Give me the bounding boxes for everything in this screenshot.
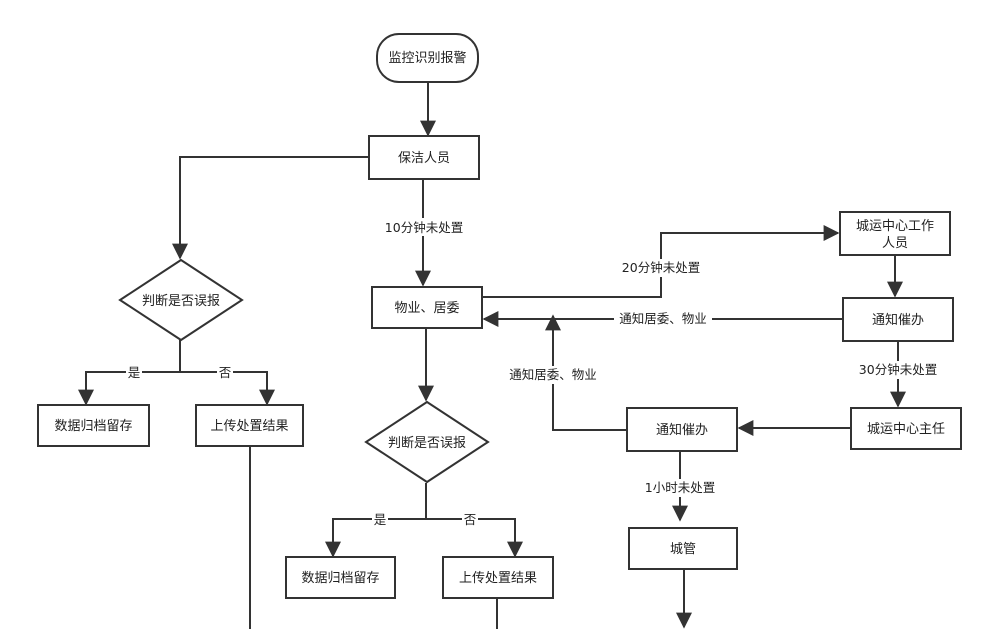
node-start: 监控识别报警 bbox=[376, 33, 479, 83]
node-start-label: 监控识别报警 bbox=[388, 50, 466, 66]
edge-label-yes-left-text: 是 bbox=[128, 365, 141, 380]
node-notify-urge-right: 通知催办 bbox=[842, 297, 954, 342]
node-notify-urge-mid-label: 通知催办 bbox=[656, 422, 708, 438]
node-archive-mid-label: 数据归档留存 bbox=[301, 571, 379, 586]
edge-label-yes-mid-text: 是 bbox=[374, 512, 387, 527]
edge-label-one-hour: 1小时未处置 bbox=[642, 479, 718, 497]
edge-notify-mid-to-property bbox=[545, 314, 626, 431]
node-cleaner: 保洁人员 bbox=[368, 135, 480, 180]
edge-label-yes-mid: 是 bbox=[372, 512, 388, 528]
edge-decision-mid-no bbox=[426, 518, 523, 558]
edge-decision-mid-yes bbox=[325, 518, 426, 558]
edge-label-twenty-min-text: 20分钟未处置 bbox=[622, 260, 700, 275]
node-decision-left-label: 判断是否误报 bbox=[142, 294, 220, 309]
edge-label-thirty-min-text: 30分钟未处置 bbox=[859, 362, 937, 377]
edge-decision-left-yes bbox=[78, 371, 180, 406]
node-decision-mid-label: 判断是否误报 bbox=[388, 436, 466, 451]
node-property-label: 物业、居委 bbox=[394, 301, 459, 316]
node-property: 物业、居委 bbox=[371, 286, 483, 329]
edge-label-twenty-min: 20分钟未处置 bbox=[619, 259, 703, 277]
node-cleaner-label: 保洁人员 bbox=[398, 151, 450, 166]
node-upload-left: 上传处置结果 bbox=[195, 404, 304, 447]
node-archive-left: 数据归档留存 bbox=[37, 404, 150, 447]
edge-label-notify-property-2-text: 通知居委、物业 bbox=[509, 367, 597, 382]
edge-decision-left-no bbox=[180, 371, 275, 406]
node-upload-mid-label: 上传处置结果 bbox=[459, 571, 537, 586]
edge-label-notify-property-1-text: 通知居委、物业 bbox=[619, 311, 707, 326]
edge-label-thirty-min: 30分钟未处置 bbox=[856, 361, 940, 379]
node-archive-mid: 数据归档留存 bbox=[285, 556, 396, 599]
node-ops-director: 城运中心主任 bbox=[850, 407, 962, 450]
edge-label-ten-min-text: 10分钟未处置 bbox=[385, 220, 463, 235]
node-upload-mid: 上传处置结果 bbox=[442, 556, 554, 599]
node-upload-left-label: 上传处置结果 bbox=[210, 419, 288, 434]
edge-label-no-mid: 否 bbox=[462, 512, 478, 528]
edge-label-no-left: 否 bbox=[217, 365, 233, 381]
node-decision-mid: 判断是否误报 bbox=[364, 400, 490, 484]
node-ops-staff-label-line1: 城运中心工作 bbox=[856, 219, 934, 234]
node-notify-urge-mid: 通知催办 bbox=[626, 407, 738, 452]
edge-cleaner-to-decision-left bbox=[172, 156, 368, 260]
node-ops-staff: 城运中心工作 人员 bbox=[839, 211, 951, 256]
node-city-mgmt-label: 城管 bbox=[670, 542, 696, 557]
edge-label-ten-min: 10分钟未处置 bbox=[383, 218, 465, 236]
edge-label-no-left-text: 否 bbox=[219, 365, 232, 380]
node-notify-urge-right-label: 通知催办 bbox=[872, 312, 924, 328]
node-archive-left-label: 数据归档留存 bbox=[54, 419, 132, 434]
edge-label-notify-property-2: 通知居委、物业 bbox=[503, 366, 603, 384]
edge-label-yes-left: 是 bbox=[126, 365, 142, 381]
node-ops-director-label: 城运中心主任 bbox=[867, 422, 945, 437]
node-city-mgmt: 城管 bbox=[628, 527, 738, 570]
edge-label-no-mid-text: 否 bbox=[464, 512, 477, 527]
node-decision-left: 判断是否误报 bbox=[118, 258, 244, 342]
edge-label-notify-property-1: 通知居委、物业 bbox=[614, 310, 712, 328]
node-ops-staff-label-line2: 人员 bbox=[882, 236, 908, 251]
edge-label-one-hour-text: 1小时未处置 bbox=[645, 480, 715, 495]
